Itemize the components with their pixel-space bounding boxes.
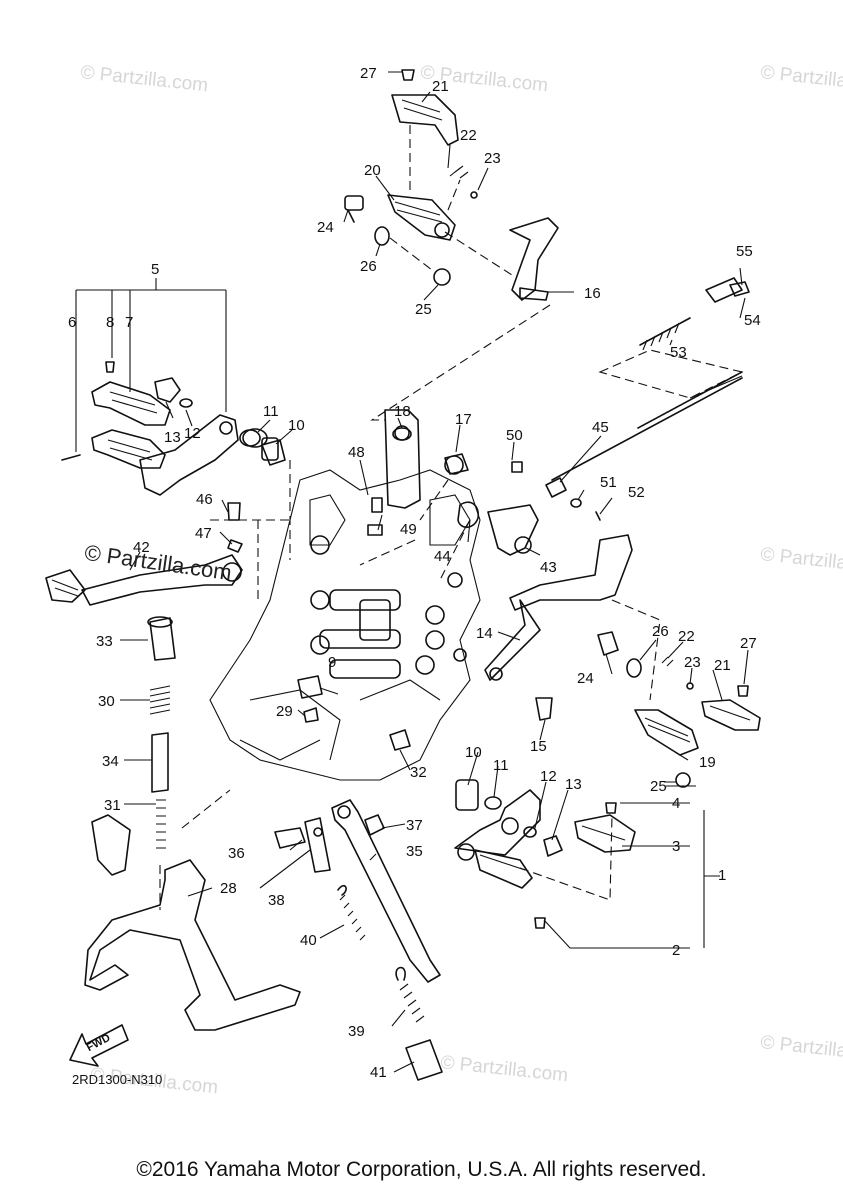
callout-label: 1 [718,867,726,884]
rear-footrest-left [344,69,559,301]
frame-outline [209,469,481,781]
diagram-code: 2RD1300-N310 [72,1072,163,1087]
centerstand [84,616,301,1031]
callout-label: 39 [348,1023,365,1040]
callout-label: 48 [348,444,365,461]
callout-label: 23 [484,150,501,167]
callout-label: 19 [699,754,716,771]
callout-label: 13 [565,776,582,793]
callout-label: 7 [125,314,133,331]
callout-label: 11 [263,403,279,420]
callout-label: 35 [406,843,423,860]
callout-label: 34 [102,753,119,770]
callout-label: 53 [670,344,687,361]
callout-label: 37 [406,817,423,834]
callout-label: 8 [106,314,114,331]
fwd-arrow-icon [69,1024,129,1067]
watermark: © Partzilla.com [759,544,843,578]
watermark: © Partzilla.com [759,1032,843,1066]
callout-label: 46 [196,491,213,508]
callout-label: 43 [540,559,557,576]
callout-label: 44 [434,548,451,565]
callout-label: 45 [592,419,609,436]
callout-label: 27 [360,65,377,82]
callout-label: 36 [228,845,245,862]
callout-label: 3 [672,838,680,855]
callout-label: 2 [672,942,680,959]
callout-label: 6 [68,314,76,331]
callout-label: 11 [493,757,509,774]
brake-pedal [484,534,642,721]
shift-pedal [45,502,243,606]
callout-label: 16 [584,285,601,302]
leader-lines [75,71,749,1073]
callout-label: 42 [133,539,150,556]
callout-label: 38 [268,892,285,909]
callout-label: 41 [370,1064,387,1081]
callout-label: 10 [465,744,482,761]
frame-small-parts [239,427,469,751]
callout-label: 26 [360,258,377,275]
callout-label: 47 [195,525,212,542]
callout-label: 18 [394,403,411,420]
callout-label: 24 [577,670,594,687]
callout-label: 49 [400,521,417,538]
callout-label: 12 [184,425,201,442]
callout-label: 9 [328,654,336,671]
callout-label: 17 [455,411,472,428]
callout-label: 33 [96,633,113,650]
callout-label: 30 [98,693,115,710]
sidestand [274,799,443,1081]
callouts: 1 2 3 4 5 6 7 8 9 10 10 11 11 12 12 13 1… [68,65,761,1081]
callout-label: 14 [476,625,493,642]
callout-label: 31 [104,797,121,814]
brake-linkage [367,277,750,556]
callout-label: 10 [288,417,305,434]
callout-label: 25 [650,778,667,795]
callout-label: 55 [736,243,753,260]
callout-label: 32 [410,764,427,781]
reference-lines [159,125,744,910]
callout-label: 29 [276,703,293,720]
callout-label: 50 [506,427,523,444]
watermark: © Partzilla.com [759,62,843,96]
callout-label: 21 [714,657,731,674]
passenger-footrest-right [454,779,636,929]
callout-label: 26 [652,623,669,640]
callout-label: 21 [432,78,449,95]
watermark: © Partzilla.com [439,1052,569,1086]
callout-label: 54 [744,312,761,329]
callout-label: 27 [740,635,757,652]
callout-label: 15 [530,738,547,755]
watermark: © Partzilla.com [79,62,209,96]
callout-label: 5 [151,261,159,278]
callout-label: 52 [628,484,645,501]
callout-label: 4 [672,795,680,812]
callout-label: 20 [364,162,381,179]
callout-label: 23 [684,654,701,671]
callout-label: 24 [317,219,334,236]
callout-label: 13 [164,429,181,446]
callout-label: 12 [540,768,557,785]
copyright-footer: ©2016 Yamaha Motor Corporation, U.S.A. A… [136,1158,707,1181]
callout-label: 40 [300,932,317,949]
callout-label: 25 [415,301,432,318]
footrest-right [634,656,761,788]
callout-label: 28 [220,880,237,897]
callout-label: 51 [600,474,617,491]
callout-label: 22 [460,127,477,144]
callout-label: 22 [678,628,695,645]
